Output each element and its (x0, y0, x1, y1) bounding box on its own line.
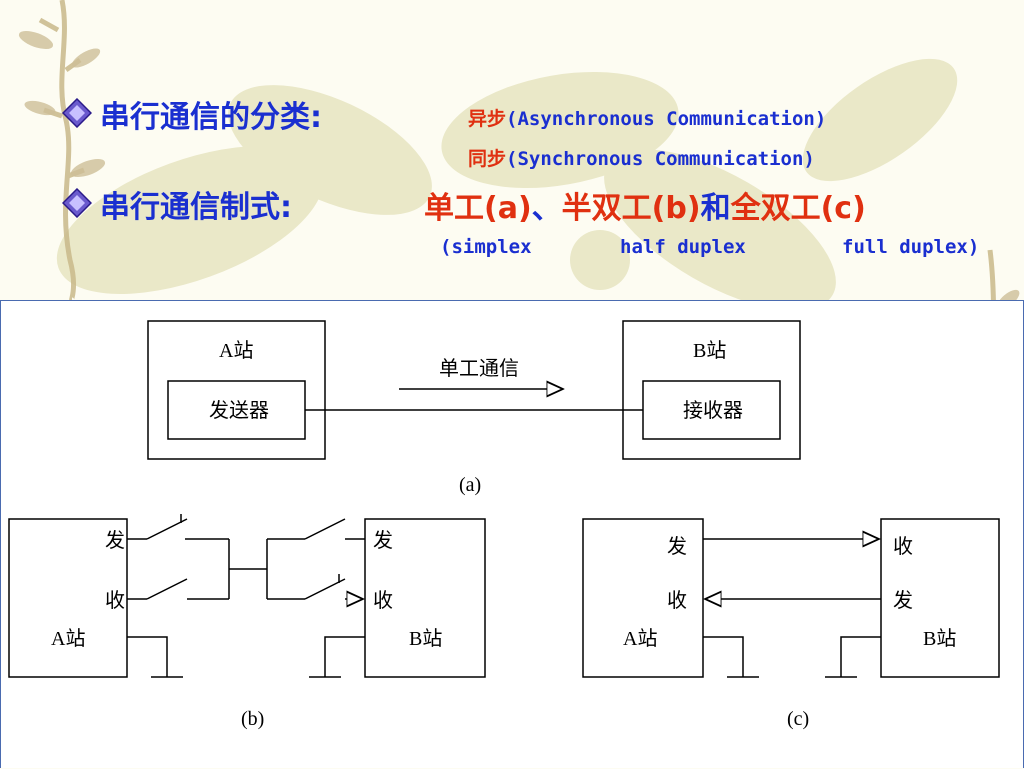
c-station-a-box (582, 518, 704, 678)
c-b-ground-line (840, 636, 881, 677)
classification-heading: 串行通信的分类: (100, 100, 322, 135)
sync-en: (Synchronous Communication) (506, 148, 815, 170)
b-send-switch (304, 518, 346, 540)
c-station-a-label: A站 (623, 627, 657, 650)
sync-zh: 同步 (468, 148, 507, 170)
mode-half-duplex: 半双工(b) (561, 191, 701, 226)
c-a-recv-label: 收 (667, 589, 687, 612)
a-station-a-label: A站 (219, 339, 253, 362)
mode-simplex: 单工(a) (424, 191, 532, 226)
c-b-recv-label: 收 (893, 535, 913, 558)
diamond-bullet-icon (62, 188, 92, 218)
b-station-b-label: B站 (409, 627, 442, 650)
sync-label: 同步(Synchronous Communication) (468, 144, 815, 171)
b-b-recv-label: 收 (373, 589, 393, 612)
c-b-send-label: 发 (893, 589, 913, 612)
diagram-canvas: A站 B站 发送器 接收器 单工通信 (a) (8, 320, 1000, 730)
a-recv-switch (146, 578, 188, 600)
sender-label: 发送器 (209, 399, 269, 422)
caption-b: (b) (241, 708, 264, 730)
async-label: 异步(Asynchronous Communication) (468, 104, 826, 131)
c-a-ground-line (703, 636, 744, 677)
mode-separator: 、 (531, 191, 562, 226)
b-a-send-label: 发 (105, 529, 125, 552)
diamond-bullet-icon (62, 98, 92, 128)
station-a-box (147, 320, 326, 460)
mode-simplex-en: (simplex (440, 236, 532, 258)
b-b-send-label: 发 (373, 529, 393, 552)
mode-full-duplex: 全双工(c) (730, 191, 866, 226)
b-station-a-label: A站 (51, 627, 85, 650)
mode-full-duplex-en: full duplex) (842, 236, 980, 258)
station-b-box (622, 320, 801, 460)
c-station-b-label: B站 (923, 627, 956, 650)
modes-list: 单工(a)、半双工(b)和全双工(c) (424, 183, 866, 227)
a-station-b-label: B站 (693, 339, 726, 362)
a-ground-line (127, 636, 168, 677)
mode-separator: 和 (700, 191, 731, 226)
caption-c: (c) (787, 708, 809, 730)
half-duplex-diagram (8, 514, 486, 678)
simplex-link-label: 单工通信 (439, 357, 519, 380)
caption-a: (a) (459, 474, 481, 496)
async-en: (Asynchronous Communication) (506, 108, 827, 130)
b-station-a-box (8, 518, 128, 678)
b-a-recv-label: 收 (105, 589, 125, 612)
simplex-diagram (147, 320, 801, 460)
modes-heading: 串行通信制式: (100, 190, 292, 225)
receiver-label: 接收器 (683, 399, 743, 422)
c-a-send-label: 发 (667, 535, 687, 558)
b-station-b-box (364, 518, 486, 678)
c-station-b-box (880, 518, 1000, 678)
full-duplex-diagram (582, 518, 1000, 678)
mode-half-duplex-en: half duplex (620, 236, 746, 258)
b-ground-line (324, 636, 365, 677)
async-zh: 异步 (468, 108, 507, 130)
communication-modes-diagram: A站 B站 发送器 接收器 单工通信 (a) (0, 300, 1024, 768)
